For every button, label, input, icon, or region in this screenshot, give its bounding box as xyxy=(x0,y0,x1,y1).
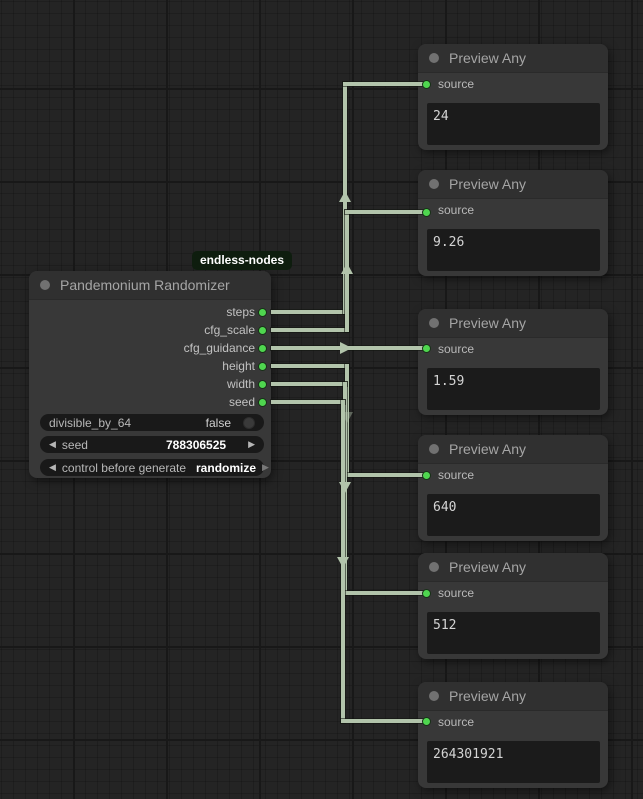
preview-value: 264301921 xyxy=(433,747,504,762)
node-title-bar[interactable]: Preview Any xyxy=(418,170,608,199)
node-collapse-dot[interactable] xyxy=(429,691,439,701)
widget-value: 788306525 xyxy=(166,437,227,452)
output-dot-seed[interactable] xyxy=(258,398,267,407)
node-title-bar[interactable]: Preview Any xyxy=(418,435,608,464)
node-collapse-dot[interactable] xyxy=(429,53,439,63)
input-dot-source-5[interactable] xyxy=(422,589,431,598)
increment-arrow-icon[interactable]: ▶ xyxy=(262,462,269,472)
node-title-bar[interactable]: Preview Any xyxy=(418,682,608,711)
link-steps-out xyxy=(271,310,349,314)
node-title-bar[interactable]: Preview Any xyxy=(418,309,608,338)
link-seed-out xyxy=(271,400,345,404)
link-arrow-right-icon xyxy=(340,342,352,354)
output-slot-cfg-guidance: cfg_guidance xyxy=(183,341,255,355)
preview-value-box: 9.26 xyxy=(427,229,600,271)
link-arrow-down-icon xyxy=(339,482,351,493)
node-collapse-dot[interactable] xyxy=(429,179,439,189)
link-arrow-down-icon xyxy=(341,412,353,423)
input-slot-source: source xyxy=(438,77,475,91)
toggle-divisible-by-64[interactable]: divisible_by_64 false xyxy=(40,414,264,431)
node-preview-any-3[interactable]: Preview Any source 1.59 xyxy=(418,309,608,415)
link-seed-in xyxy=(341,719,427,723)
stepper-control-before-generate[interactable]: ◀ control before generate randomize ▶ xyxy=(40,459,269,476)
input-slot-source: source xyxy=(438,342,475,356)
decrement-arrow-icon[interactable]: ◀ xyxy=(49,462,56,472)
node-preview-any-4[interactable]: Preview Any source 640 xyxy=(418,435,608,541)
widget-value: randomize xyxy=(196,460,257,475)
link-width-out xyxy=(271,382,347,386)
output-dot-cfg-guidance[interactable] xyxy=(258,344,267,353)
preview-value: 24 xyxy=(433,109,449,124)
preview-value: 512 xyxy=(433,618,457,633)
node-collapse-dot[interactable] xyxy=(40,280,50,290)
node-pandemonium-randomizer[interactable]: Pandemonium Randomizer steps cfg_scale c… xyxy=(29,271,271,478)
input-dot-source-4[interactable] xyxy=(422,471,431,480)
node-preview-any-1[interactable]: Preview Any source 24 xyxy=(418,44,608,150)
preview-value-box: 264301921 xyxy=(427,741,600,783)
widget-label: seed xyxy=(61,437,88,452)
node-title-bar[interactable]: Preview Any xyxy=(418,44,608,73)
widget-label: divisible_by_64 xyxy=(49,415,132,430)
link-height-in xyxy=(345,473,427,477)
node-collapse-dot[interactable] xyxy=(429,318,439,328)
node-title-bar[interactable]: Pandemonium Randomizer xyxy=(29,271,271,300)
output-dot-height[interactable] xyxy=(258,362,267,371)
output-dot-cfg-scale[interactable] xyxy=(258,326,267,335)
widget-value: false xyxy=(205,415,231,430)
output-dot-steps[interactable] xyxy=(258,308,267,317)
output-slot-cfg-scale: cfg_scale xyxy=(204,323,255,337)
node-collapse-dot[interactable] xyxy=(429,562,439,572)
preview-value-box: 1.59 xyxy=(427,368,600,410)
output-dot-width[interactable] xyxy=(258,380,267,389)
input-dot-source-2[interactable] xyxy=(422,208,431,217)
output-slot-steps: steps xyxy=(226,305,255,319)
link-arrow-up-icon xyxy=(339,191,351,202)
node-preview-any-2[interactable]: Preview Any source 9.26 xyxy=(418,170,608,276)
preview-value: 9.26 xyxy=(433,235,465,250)
link-arrow-down-icon xyxy=(337,557,349,568)
node-preview-any-6[interactable]: Preview Any source 264301921 xyxy=(418,682,608,788)
node-title: Preview Any xyxy=(449,441,527,457)
input-slot-source: source xyxy=(438,715,475,729)
input-dot-source-3[interactable] xyxy=(422,344,431,353)
node-collapse-dot[interactable] xyxy=(429,444,439,454)
input-dot-source-1[interactable] xyxy=(422,80,431,89)
link-steps-in xyxy=(343,82,427,86)
decrement-arrow-icon[interactable]: ◀ xyxy=(49,439,56,449)
output-slot-height: height xyxy=(222,359,255,373)
input-slot-source: source xyxy=(438,203,475,217)
link-arrow-up-icon xyxy=(341,263,353,274)
link-height-vertical xyxy=(345,364,349,477)
output-slot-width: width xyxy=(226,377,255,391)
node-title: Pandemonium Randomizer xyxy=(60,277,230,293)
input-slot-source: source xyxy=(438,468,475,482)
node-pack-badge: endless-nodes xyxy=(192,251,293,270)
link-width-in xyxy=(343,591,427,595)
node-title-bar[interactable]: Preview Any xyxy=(418,553,608,582)
stepper-seed[interactable]: ◀ seed 788306525 ▶ xyxy=(40,436,264,453)
node-preview-any-5[interactable]: Preview Any source 512 xyxy=(418,553,608,659)
widget-label: control before generate xyxy=(61,460,187,475)
input-slot-source: source xyxy=(438,586,475,600)
preview-value: 640 xyxy=(433,500,457,515)
node-title: Preview Any xyxy=(449,50,527,66)
toggle-knob-icon[interactable] xyxy=(243,416,255,429)
increment-arrow-icon[interactable]: ▶ xyxy=(248,439,255,449)
node-title: Preview Any xyxy=(449,688,527,704)
link-cfg-scale-out xyxy=(271,328,349,332)
preview-value-box: 640 xyxy=(427,494,600,536)
input-dot-source-6[interactable] xyxy=(422,717,431,726)
preview-value-box: 512 xyxy=(427,612,600,654)
node-title: Preview Any xyxy=(449,315,527,331)
node-title: Preview Any xyxy=(449,559,527,575)
preview-value-box: 24 xyxy=(427,103,600,145)
preview-value: 1.59 xyxy=(433,374,465,389)
node-title: Preview Any xyxy=(449,176,527,192)
output-slot-seed: seed xyxy=(228,395,255,409)
link-height-out xyxy=(271,364,349,368)
link-cfg-scale-in xyxy=(345,210,427,214)
